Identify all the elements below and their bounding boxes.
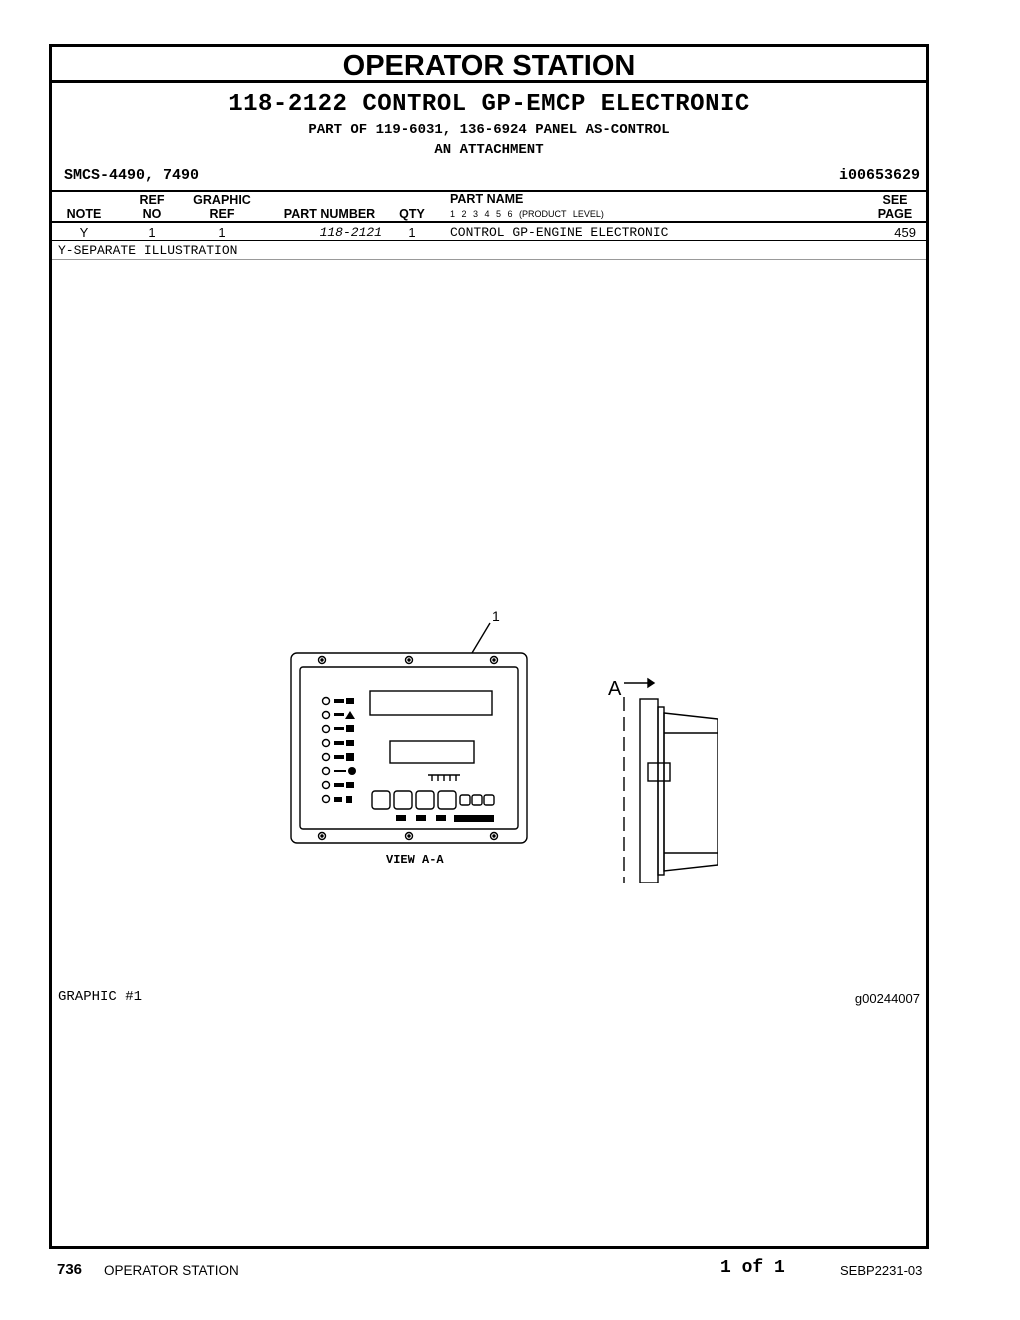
graphic-label: GRAPHIC #1 [58,989,143,1005]
upper-display [369,690,493,716]
group-title: 118-2122 CONTROL GP-EMCP ELECTRONIC [228,91,750,118]
row-part-number[interactable]: 118-2121 [319,225,382,240]
screw-icon [404,655,414,665]
attachment-line: AN ATTACHMENT [434,142,544,158]
control-panel-illustration: 1 VIEW A-A A A [290,608,718,883]
legend-rule [52,259,926,260]
page-frame: OPERATOR STATION 118-2122 CONTROL GP-EMC… [49,44,929,1249]
footer-section: OPERATOR STATION [104,1263,239,1278]
side-view-body [663,712,718,872]
graphic-reference: g00244007 [854,991,920,1006]
panel-outer-frame [290,652,528,844]
screw-icon [317,655,327,665]
note-legend: Y-SEPARATE ILLUSTRATION [58,243,238,258]
header-ref-top: REF [139,193,165,207]
screw-icon [404,831,414,841]
panel-button [437,790,457,810]
screw-icon [317,831,327,841]
header-see-top: SEE [882,193,908,207]
panel-button [415,790,435,810]
header-note: NOTE [66,207,102,221]
panel-button [471,794,483,806]
panel-button [393,790,413,810]
row-see-page[interactable]: 459 [894,225,916,240]
section-title: OPERATOR STATION [52,47,926,83]
header-graphic-top: GRAPHIC [193,193,251,207]
row-note: Y [79,225,89,240]
header-bottom-rule [52,221,926,223]
callout-leader [471,622,491,654]
header-top-rule [52,190,926,192]
row-part-name: CONTROL GP-ENGINE ELECTRONIC [450,225,669,240]
header-ref-bottom: NO [142,207,162,221]
row-ref-no: 1 [148,225,156,240]
panel-button [371,790,391,810]
header-part-name: PART NAME [450,192,524,206]
view-label: VIEW A-A [386,853,444,867]
panel-inner-frame [299,666,519,830]
section-marker-top: A [608,678,622,700]
row-qty: 1 [408,225,416,240]
header-product-level: 1 2 3 4 5 6 (PRODUCT LEVEL) [450,209,604,219]
panel-button [483,794,495,806]
header-part-number: PART NUMBER [283,207,376,221]
row-rule [52,240,926,241]
footer-page-number: 736 [57,1261,83,1278]
header-qty: QTY [399,207,425,221]
lower-display [389,740,475,764]
footer-doc-number: SEBP2231-03 [840,1263,923,1278]
panel-button [459,794,471,806]
screw-icon [489,655,499,665]
side-view-bezel [639,698,659,883]
header-graphic-bottom: REF [209,207,235,221]
screw-icon [489,831,499,841]
info-reference: i00653629 [838,167,920,184]
header-see-bottom: PAGE [877,207,913,221]
callout-number: 1 [492,608,500,624]
smcs-code: SMCS-4490, 7490 [64,167,200,184]
row-graphic-ref: 1 [218,225,226,240]
part-of-line: PART OF 119-6031, 136-6924 PANEL AS-CONT… [308,122,670,138]
footer-page-of: 1 of 1 [720,1258,785,1278]
